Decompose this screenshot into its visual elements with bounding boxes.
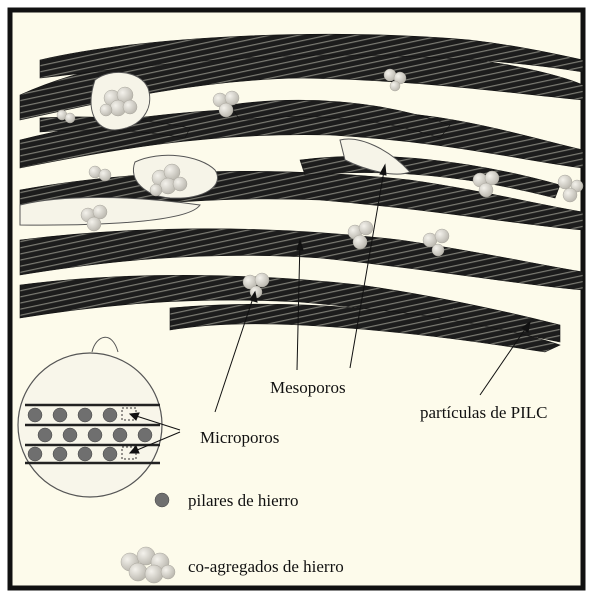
micropore-magnifier xyxy=(18,353,162,497)
legend-pillar-symbol xyxy=(155,493,169,507)
label-particulas-pilc: partículas de PILC xyxy=(420,403,547,422)
label-mesoporos: Mesoporos xyxy=(270,378,346,397)
legend-pillar-label: pilares de hierro xyxy=(188,491,298,510)
legend-coaggregate-label: co-agregados de hierro xyxy=(188,557,344,576)
label-microporos: Microporos xyxy=(200,428,279,447)
